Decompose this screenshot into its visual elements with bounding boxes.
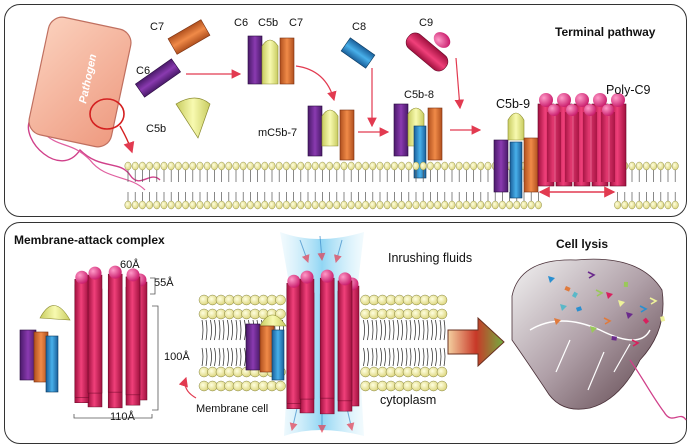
c5b-complex-label: C5b [258, 17, 278, 29]
membrane-bilayer-top [124, 161, 679, 210]
c5b8-complex: C5b-8 [393, 89, 443, 179]
mac-in-membrane [245, 269, 360, 415]
lysed-cell [511, 258, 687, 421]
poly-c9-pore [537, 93, 627, 187]
c6-free-block: C6 [134, 58, 182, 98]
c7-free-label: C7 [150, 21, 164, 33]
mac-title: Membrane-attack complex [14, 233, 165, 247]
dim-60: 60Å [120, 258, 140, 271]
c5b-free-label: C5b [146, 123, 166, 135]
lysis-arrow [447, 316, 505, 368]
mc5b7-complex: mC5b-7 [258, 105, 355, 161]
dim-100: 100Å [164, 350, 190, 363]
c9-label: C9 [419, 17, 433, 29]
membrane-cell-label: Membrane cell [196, 403, 268, 415]
dim-55: 55Å [154, 276, 174, 289]
c7-complex-label: C7 [289, 17, 303, 29]
cell-lysis-title: Cell lysis [556, 237, 608, 251]
c7-free-block: C7 [150, 19, 211, 55]
c8-free-block: C8 [340, 21, 376, 69]
c5b9-complex: C5b-9 [493, 97, 539, 199]
c5b8-label: C5b-8 [404, 89, 434, 101]
polyc9-label: Poly-C9 [606, 83, 651, 97]
mac-model [19, 265, 148, 409]
c6-complex-label: C6 [234, 17, 248, 29]
mc5b7-label: mC5b-7 [258, 127, 297, 139]
inrushing-label: Inrushing fluids [388, 251, 472, 265]
dim-110: 110Å [110, 410, 136, 423]
zoom-circle [89, 98, 125, 130]
c9-free-block: C9 [405, 17, 451, 72]
pathogen-cell: Pathogen [27, 16, 161, 191]
c8-label: C8 [352, 21, 366, 33]
terminal-pathway-title: Terminal pathway [555, 25, 656, 39]
c5b-free-block: C5b [146, 97, 211, 139]
c5b-c6-c7-complex: C6 C5b C7 [234, 17, 303, 85]
c6-free-label: C6 [136, 65, 150, 77]
cytoplasm-label: cytoplasm [380, 393, 436, 407]
c5b9-label: C5b-9 [496, 97, 530, 111]
